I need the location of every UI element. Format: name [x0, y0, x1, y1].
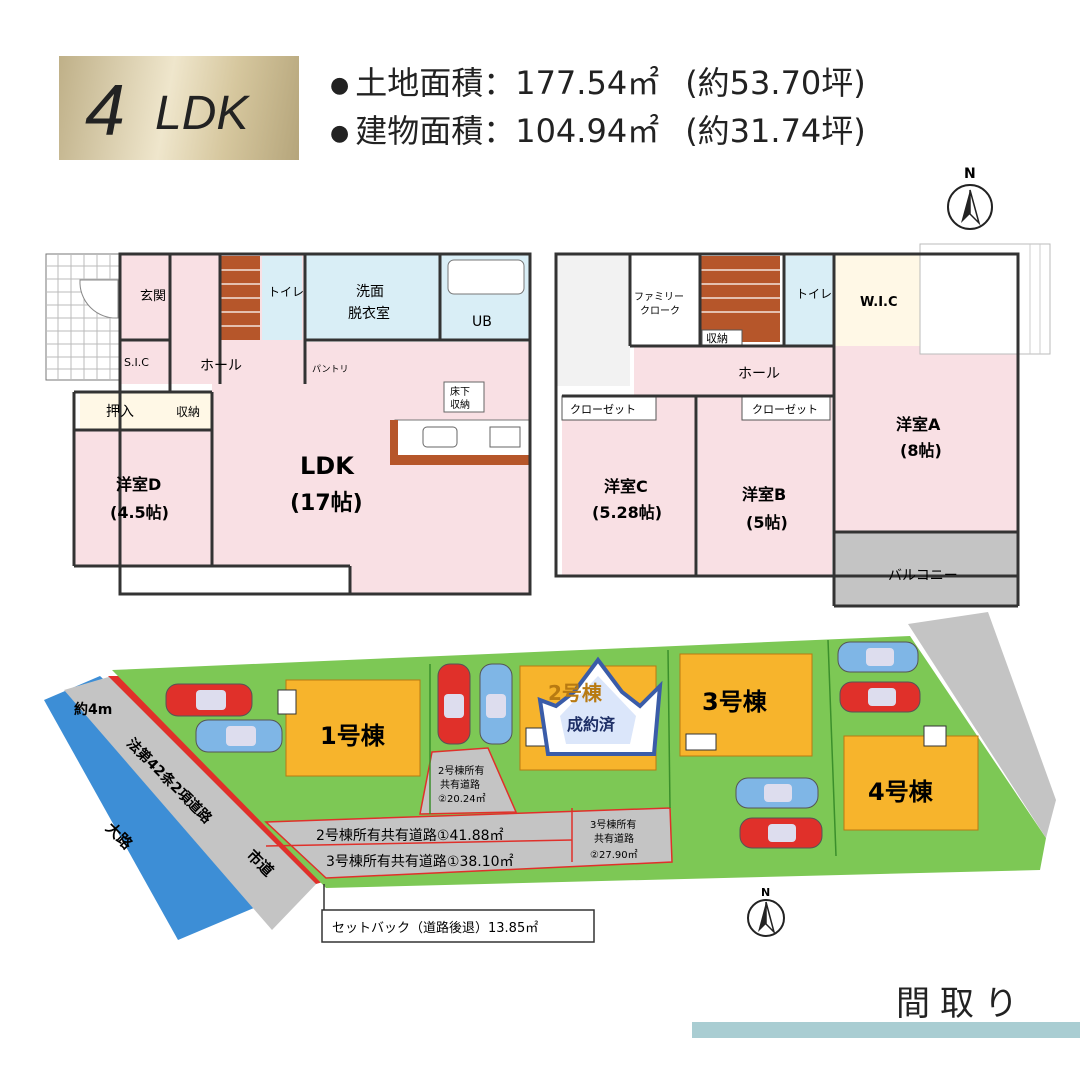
room-label: パントリ	[312, 364, 348, 375]
land-area-tsubo: (約53.70坪)	[685, 64, 866, 102]
title-underline-bar	[692, 1022, 1080, 1038]
road-label: 共有道路	[594, 832, 634, 845]
room-label: 洗面	[356, 284, 384, 300]
room-label: 洋室A	[896, 415, 941, 434]
car-icon	[479, 663, 513, 745]
building-1-label: 1号棟	[320, 722, 386, 750]
room-label: 収納	[450, 398, 470, 411]
building-area-line: ●建物面積：104.94㎡ (約31.74坪)	[330, 106, 866, 152]
room-label: ホール	[738, 366, 780, 382]
building-area-label: 建物面積：104.94㎡	[355, 112, 660, 150]
room-label: トイレ	[268, 285, 304, 299]
road-label: 共有道路	[440, 778, 480, 791]
ldk-size-label: (17帖)	[290, 491, 363, 516]
site-plan: 成約済 1号棟 2号棟 3号棟 4号棟 2号棟所有 共有道路 ②20.24㎡ 2…	[44, 612, 1056, 943]
room-size-label: (8帖)	[900, 441, 942, 460]
room-label: S.I.C	[124, 356, 149, 369]
room-label: 収納	[176, 405, 200, 419]
first-floor-plan: 玄関 S.I.C ホール 押入 収納 トイレ 洗面 脱衣室 UB パントリ 床下…	[45, 252, 532, 596]
building-3-label: 3号棟	[702, 688, 768, 716]
bullet-icon: ●	[330, 72, 350, 98]
room-size-label: (5帖)	[746, 513, 788, 532]
road-label: 3号棟所有	[590, 818, 636, 831]
room-label: 洋室C	[604, 477, 648, 496]
room-label: 洋室B	[742, 485, 786, 504]
building-area-tsubo: (約31.74坪)	[685, 112, 866, 150]
page-title: 間取り	[896, 984, 1028, 1024]
road-label: ②27.90㎡	[590, 849, 638, 861]
room-size-label: (4.5帖)	[110, 503, 169, 522]
car-icon	[195, 719, 283, 753]
room-label: UB	[472, 314, 492, 330]
ldk-label: LDK	[155, 87, 249, 140]
room-size-label: (5.28帖)	[592, 503, 662, 522]
room-label: 脱衣室	[348, 305, 390, 322]
road-label: 3号棟所有共有道路①38.10㎡	[326, 854, 514, 870]
room-label: トイレ	[796, 287, 832, 301]
road-label: 2号棟所有	[438, 764, 484, 777]
car-icon	[839, 681, 921, 713]
car-icon	[739, 817, 823, 849]
layout-type-badge: 4 LDK	[59, 56, 299, 160]
sold-label: 成約済	[567, 715, 616, 734]
building-2-label: 2号棟	[548, 681, 603, 705]
land-area-label: 土地面積：177.54㎡	[355, 64, 660, 102]
room-label: W.I.C	[860, 295, 898, 310]
road-width-label: 約4m	[74, 701, 112, 718]
bullet-icon: ●	[330, 120, 350, 146]
car-icon	[735, 777, 819, 809]
car-icon	[437, 663, 471, 745]
bedroom-count: 4	[85, 71, 126, 151]
land-area-line: ●土地面積：177.54㎡ (約53.70坪)	[330, 58, 866, 104]
room-label: クローゼット	[570, 403, 636, 416]
car-icon	[837, 641, 919, 673]
second-floor-plan: ファミリー クローク トイレ W.I.C 収納 ホール クローゼット クローゼッ…	[554, 243, 1051, 608]
room-label: ホール	[200, 358, 242, 374]
building-4-label: 4号棟	[868, 778, 934, 806]
room-label: 玄関	[140, 289, 166, 304]
room-label: クローゼット	[752, 403, 818, 416]
room-label: ファミリー	[634, 292, 684, 303]
room-label: 押入	[106, 404, 134, 420]
north-arrow-icon: N	[747, 886, 785, 937]
crown-icon	[537, 656, 663, 756]
room-label: 収納	[706, 332, 728, 345]
ldk-room-label: LDK	[300, 452, 355, 480]
car-icon	[165, 683, 253, 717]
room-label: バルコニー	[888, 568, 958, 584]
north-label: N	[964, 166, 976, 182]
north-label: N	[761, 886, 770, 899]
room-label: クローク	[640, 305, 680, 317]
room-label: 洋室D	[116, 475, 161, 494]
north-arrow-icon: N	[947, 166, 993, 230]
room-label: 床下	[450, 385, 470, 398]
road-label: 2号棟所有共有道路①41.88㎡	[316, 828, 504, 844]
setback-label: セットバック（道路後退）13.85㎡	[332, 920, 538, 936]
road-label: ②20.24㎡	[438, 793, 486, 805]
